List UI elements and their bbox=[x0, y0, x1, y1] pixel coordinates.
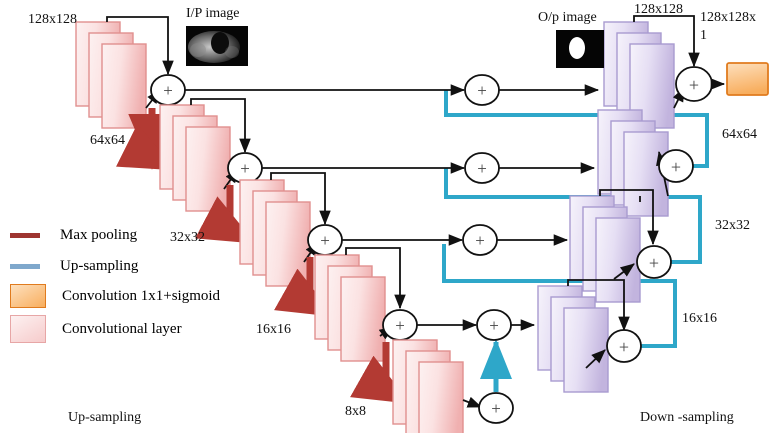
label-decoder-size-4: 16x16 bbox=[682, 311, 717, 326]
decoder-merge-node-2: + bbox=[464, 152, 500, 184]
add-node-1: + bbox=[150, 74, 186, 106]
add-node-2: + bbox=[227, 152, 263, 184]
decoder-output-node-2-symbol: + bbox=[671, 157, 681, 177]
legend-item-max-pooling: Max pooling bbox=[10, 222, 220, 248]
decoder-merge-node-4: + bbox=[476, 309, 512, 341]
add-node-1-symbol: + bbox=[163, 81, 173, 100]
label-output-channels: 128x128x bbox=[700, 10, 756, 25]
caption-up-sampling: Up-sampling bbox=[68, 410, 142, 425]
legend-label-up-sampling: Up-sampling bbox=[60, 257, 139, 274]
skip-line-level-4 bbox=[345, 247, 406, 310]
decoder-stack-to-node-3 bbox=[613, 263, 635, 280]
max-pooling-swatch-icon bbox=[10, 232, 40, 238]
conv-to-node-bottleneck bbox=[462, 396, 483, 408]
legend-label-max-pooling: Max pooling bbox=[60, 226, 138, 243]
legend: Max pooling Up-sampling Convolution 1x1+… bbox=[10, 222, 220, 344]
add-node-2-symbol: + bbox=[240, 159, 250, 178]
decoder-merge-node-1-symbol: + bbox=[477, 81, 487, 100]
conv-stack-level-1 bbox=[75, 21, 147, 129]
output-image-thumbnail bbox=[556, 30, 604, 68]
up-sampling-path-level4 bbox=[442, 244, 677, 348]
legend-label-conv-layer: Convolutional layer bbox=[62, 320, 182, 337]
label-output-image: O/p image bbox=[538, 10, 597, 25]
decoder-merge-node-3: + bbox=[462, 224, 498, 256]
decoder-output-node-3: + bbox=[636, 245, 672, 279]
add-node-3: + bbox=[307, 224, 343, 256]
label-encoder-size-5: 8x8 bbox=[345, 404, 366, 419]
input-image-thumbnail bbox=[186, 26, 248, 66]
decoder-output-node-1: + bbox=[675, 66, 713, 102]
up-sampling-path-level2 bbox=[444, 90, 709, 168]
add-node-4: + bbox=[382, 309, 418, 341]
decoder-output-node-4: + bbox=[606, 329, 642, 363]
legend-label-conv-sigmoid: Convolution 1x1+sigmoid bbox=[62, 287, 221, 304]
decoder-skip-line-3 bbox=[599, 189, 659, 246]
conv-stack-level-5 bbox=[392, 339, 464, 433]
decoder-output-node-3-symbol: + bbox=[649, 253, 659, 273]
label-decoder-size-1: 128x128 bbox=[634, 2, 683, 17]
decoder-stack-to-node-4 bbox=[585, 349, 606, 369]
legend-item-up-sampling: Up-sampling bbox=[10, 253, 220, 279]
decoder-merge-node-4-symbol: + bbox=[489, 316, 499, 335]
conv-1x1-sigmoid-block bbox=[726, 62, 769, 96]
label-encoder-size-2: 64x64 bbox=[90, 133, 125, 148]
decoder-merge-node-2-symbol: + bbox=[477, 159, 487, 178]
add-node-4-symbol: + bbox=[395, 316, 405, 335]
decoder-skip-line-4 bbox=[567, 279, 630, 332]
conv-stack-level-3 bbox=[239, 179, 311, 287]
conv-stack-level-4 bbox=[314, 254, 386, 362]
label-decoder-size-2: 64x64 bbox=[722, 127, 757, 142]
decoder-output-node-4-symbol: + bbox=[619, 337, 629, 357]
legend-item-conv-layer: Convolutional layer bbox=[10, 314, 220, 344]
conv-sigmoid-swatch-icon bbox=[10, 284, 46, 308]
decoder-skip-line-1 bbox=[633, 15, 700, 68]
label-input-size: 128x128 bbox=[28, 12, 77, 27]
skip-line-level-2 bbox=[190, 98, 251, 154]
up-sampling-path-level3 bbox=[444, 168, 702, 264]
legend-item-conv-sigmoid: Convolution 1x1+sigmoid bbox=[10, 282, 220, 310]
decoder-merge-node-3-symbol: + bbox=[475, 231, 485, 250]
conv-stack-level-2 bbox=[159, 104, 231, 212]
decoder-merge-node-1: + bbox=[464, 74, 500, 106]
caption-down-sampling: Down -sampling bbox=[640, 410, 734, 425]
label-encoder-size-4: 16x16 bbox=[256, 322, 291, 337]
label-output-channels-cont: 1 bbox=[700, 28, 707, 43]
decoder-output-node-1-symbol: + bbox=[689, 75, 699, 95]
add-node-bottleneck-symbol: + bbox=[491, 399, 501, 418]
skip-line-level-3 bbox=[270, 172, 331, 226]
up-sampling-swatch-icon bbox=[10, 263, 40, 269]
skip-line-level-1 bbox=[106, 16, 174, 76]
label-input-image: I/P image bbox=[186, 6, 240, 21]
add-node-3-symbol: + bbox=[320, 231, 330, 250]
label-decoder-size-3: 32x32 bbox=[715, 218, 750, 233]
label-encoder-size-3: 32x32 bbox=[170, 230, 205, 245]
add-node-bottleneck: + bbox=[478, 392, 514, 424]
conv-layer-swatch-icon bbox=[10, 315, 46, 343]
decoder-output-node-2: + bbox=[658, 149, 694, 183]
